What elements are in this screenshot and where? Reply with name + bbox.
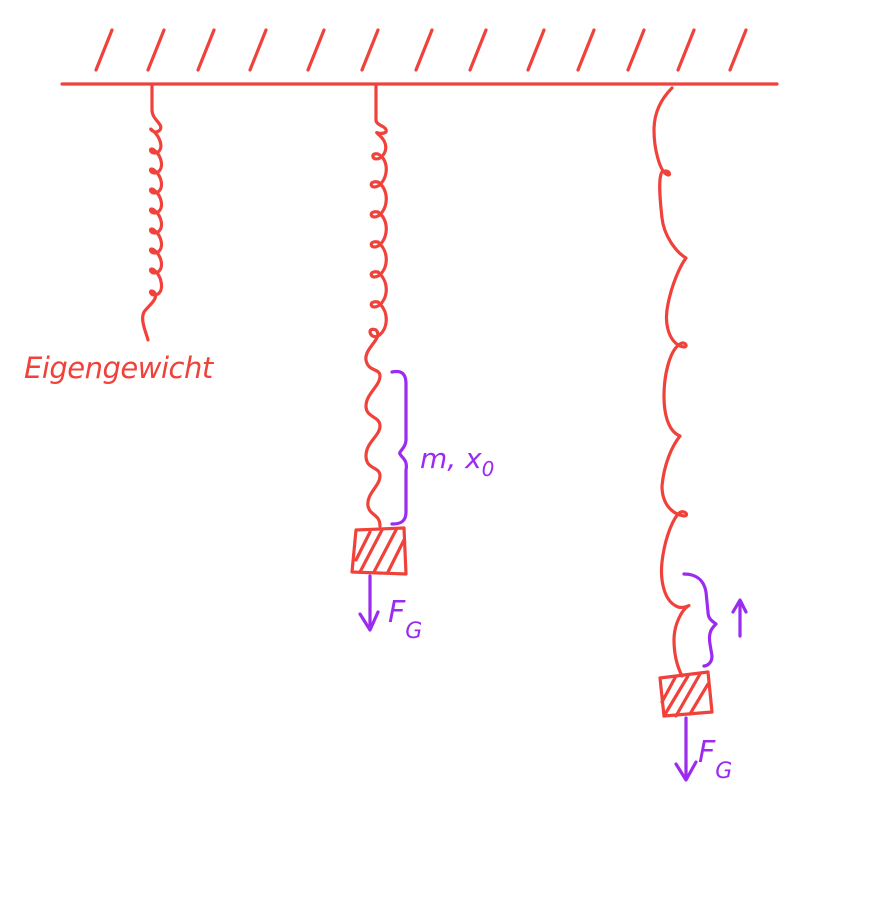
- spring-unloaded-coil: [141, 84, 164, 342]
- mass-block-2: [658, 670, 714, 718]
- displacement-brace-2: [682, 572, 718, 668]
- gravity-arrow-2: [674, 716, 698, 782]
- spring-stretched: FG: [652, 86, 748, 784]
- gravity-force-label-1: FG: [388, 595, 422, 644]
- spring-stretched-coil: [652, 86, 691, 678]
- spring-loaded-coil: [364, 84, 388, 528]
- displacement-brace: [390, 369, 408, 526]
- ceiling-hatching: [94, 28, 748, 72]
- gravity-force-label-2: FG: [698, 735, 732, 784]
- mass-block-1: [350, 526, 408, 576]
- self-weight-label: Eigengewicht: [24, 351, 215, 385]
- mass-displacement-label: m, x0: [420, 442, 494, 481]
- spring-unloaded: Eigengewicht: [24, 84, 215, 385]
- spring-loaded: m, x0 FG: [350, 84, 494, 644]
- gravity-arrow-1: [358, 574, 380, 632]
- ceiling: [60, 28, 779, 86]
- up-arrow: [731, 598, 748, 638]
